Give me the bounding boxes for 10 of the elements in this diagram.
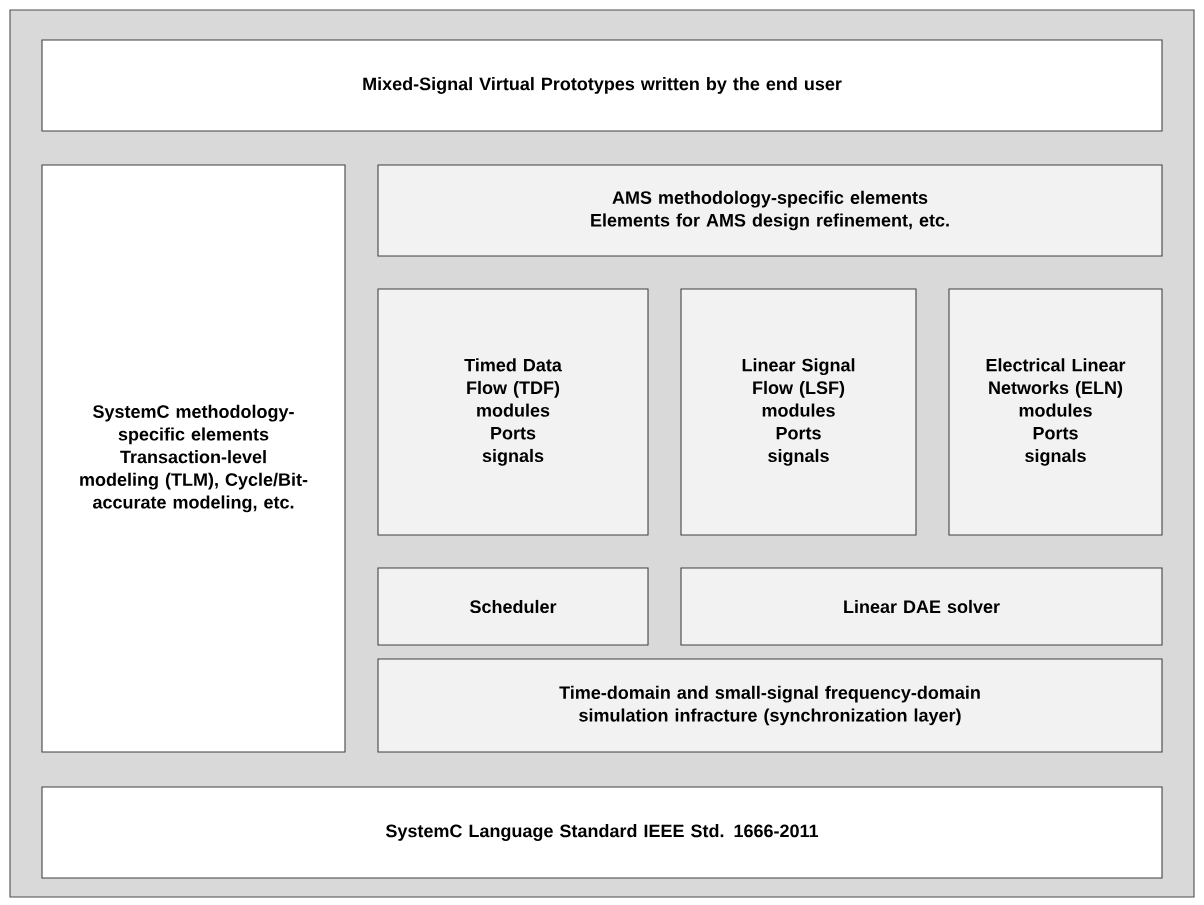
layer-box: SystemC Language Standard IEEE Std. 1666-2011 xyxy=(41,786,1163,879)
layer-box: SystemC methodology-specific elements Transaction-level modeling (TLM), Cycle/Bit-accurate modeling, etc. xyxy=(41,164,346,753)
layer-box: Linear DAE solver xyxy=(680,567,1163,646)
layer-box: Time-domain and small-signal frequency-domain simulation infracture (synchronization layer) xyxy=(377,658,1163,753)
layer-box: Electrical Linear Networks (ELN) modules Ports signals xyxy=(948,288,1163,536)
layer-box: Scheduler xyxy=(377,567,649,646)
layer-box: Mixed-Signal Virtual Prototypes written by the end user xyxy=(41,39,1163,132)
layer-box: Timed Data Flow (TDF) modules Ports signals xyxy=(377,288,649,536)
layer-box: Linear Signal Flow (LSF) modules Ports signals xyxy=(680,288,917,536)
layer-box: AMS methodology-specific elements Elements for AMS design refinement, etc. xyxy=(377,164,1163,257)
